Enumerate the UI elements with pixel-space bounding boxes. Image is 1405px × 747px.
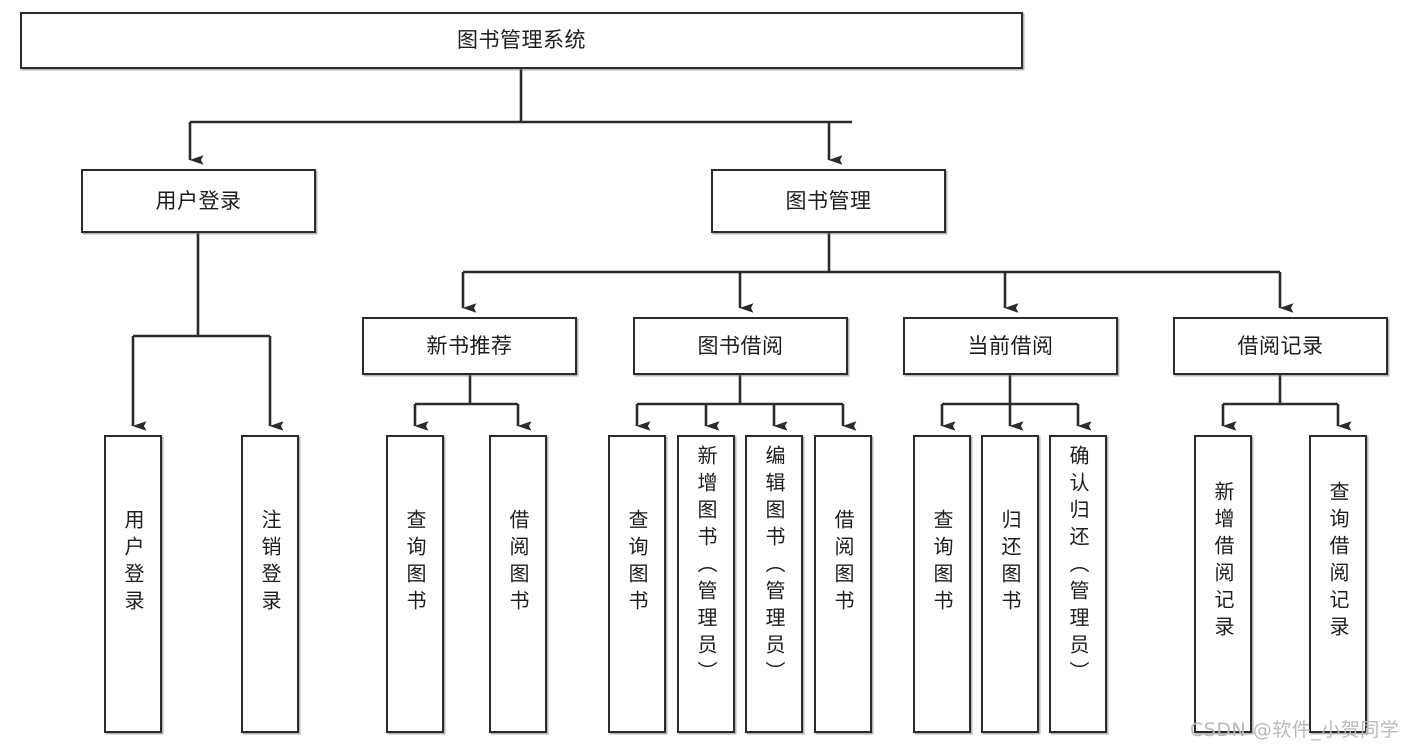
leaf-records-add[interactable]: 新增借阅记录 (1194, 435, 1252, 733)
csdn-watermark: CSDN @软件_小贺同学 (1190, 719, 1400, 741)
node-label: 归还图书 (998, 509, 1022, 617)
node-book-management[interactable]: 图书管理 (711, 169, 946, 233)
node-label: 查询图书 (403, 509, 427, 617)
leaf-borrow-edit-book[interactable]: 编辑图书（管理员） (745, 435, 803, 733)
node-label: 图书管理系统 (457, 28, 586, 53)
node-current-borrow[interactable]: 当前借阅 (903, 317, 1118, 375)
leaf-new-book-query[interactable]: 查询图书 (386, 435, 444, 733)
node-label: 新书推荐 (426, 333, 513, 358)
node-book-borrow[interactable]: 图书借阅 (633, 317, 848, 375)
leaf-user-login-logout[interactable]: 注销登录 (241, 435, 299, 733)
node-label: 确认归还（管理员） (1066, 445, 1090, 688)
node-label: 用户登录 (121, 509, 145, 617)
node-label: 查询图书 (625, 509, 649, 617)
node-label: 注销登录 (258, 509, 282, 617)
node-label: 图书借阅 (697, 333, 784, 358)
leaf-borrow-borrow-book[interactable]: 借阅图书 (814, 435, 872, 733)
leaf-new-book-borrow[interactable]: 借阅图书 (489, 435, 547, 733)
node-user-login[interactable]: 用户登录 (81, 169, 316, 233)
node-label: 编辑图书（管理员） (762, 445, 786, 688)
node-label: 借阅图书 (506, 509, 530, 617)
leaf-current-return-book[interactable]: 归还图书 (981, 435, 1039, 733)
leaf-borrow-query-book[interactable]: 查询图书 (608, 435, 666, 733)
node-label: 新增借阅记录 (1211, 481, 1235, 643)
node-label: 图书管理 (785, 188, 872, 213)
node-label: 查询图书 (930, 509, 954, 617)
leaf-current-query-book[interactable]: 查询图书 (913, 435, 971, 733)
node-new-book-recommend[interactable]: 新书推荐 (362, 317, 577, 375)
node-label: 新增图书（管理员） (694, 445, 718, 688)
leaf-current-confirm-return[interactable]: 确认归还（管理员） (1049, 435, 1107, 733)
node-label: 借阅记录 (1237, 333, 1324, 358)
node-label: 当前借阅 (967, 333, 1054, 358)
node-label: 借阅图书 (831, 509, 855, 617)
node-root-system[interactable]: 图书管理系统 (20, 12, 1023, 69)
node-label: 查询借阅记录 (1326, 481, 1350, 643)
node-borrow-records[interactable]: 借阅记录 (1173, 317, 1388, 375)
leaf-records-query[interactable]: 查询借阅记录 (1309, 435, 1367, 733)
node-label: 用户登录 (155, 188, 242, 213)
leaf-borrow-add-book[interactable]: 新增图书（管理员） (677, 435, 735, 733)
leaf-user-login-signin[interactable]: 用户登录 (104, 435, 162, 733)
